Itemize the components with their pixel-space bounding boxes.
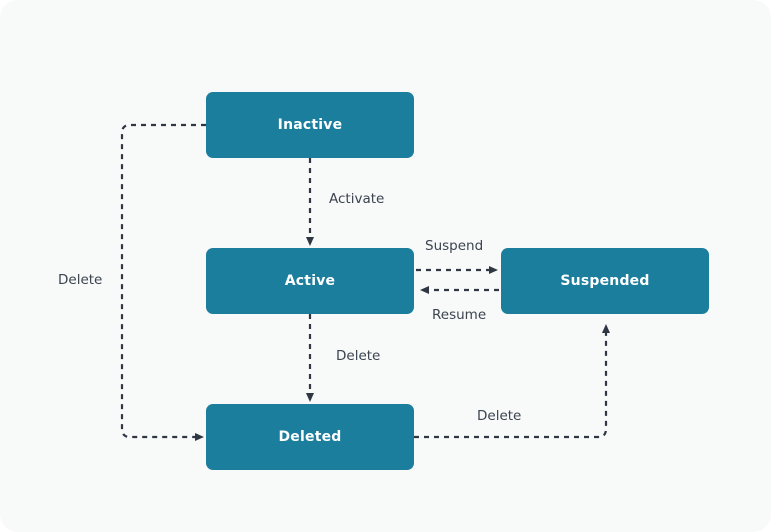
state-node-deleted[interactable]: Deleted [206, 404, 414, 470]
edge-label-delete-left: Delete [58, 272, 103, 288]
state-node-suspended[interactable]: Suspended [501, 248, 709, 314]
state-node-deleted-label: Deleted [278, 429, 342, 445]
edge-label-resume: Resume [432, 307, 487, 323]
state-node-inactive-label: Inactive [277, 117, 343, 133]
edge-label-activate: Activate [329, 191, 385, 207]
edge-label-delete-middle: Delete [336, 348, 381, 364]
state-node-suspended-label: Suspended [560, 273, 650, 289]
state-node-inactive[interactable]: Inactive [206, 92, 414, 158]
edge-delete-right [414, 324, 610, 439]
edge-label-suspend: Suspend [425, 238, 484, 254]
edge-delete-left [120, 123, 206, 441]
edge-label-delete-right: Delete [477, 408, 522, 424]
state-node-active-label: Active [284, 273, 336, 289]
state-node-active[interactable]: Active [206, 248, 414, 314]
